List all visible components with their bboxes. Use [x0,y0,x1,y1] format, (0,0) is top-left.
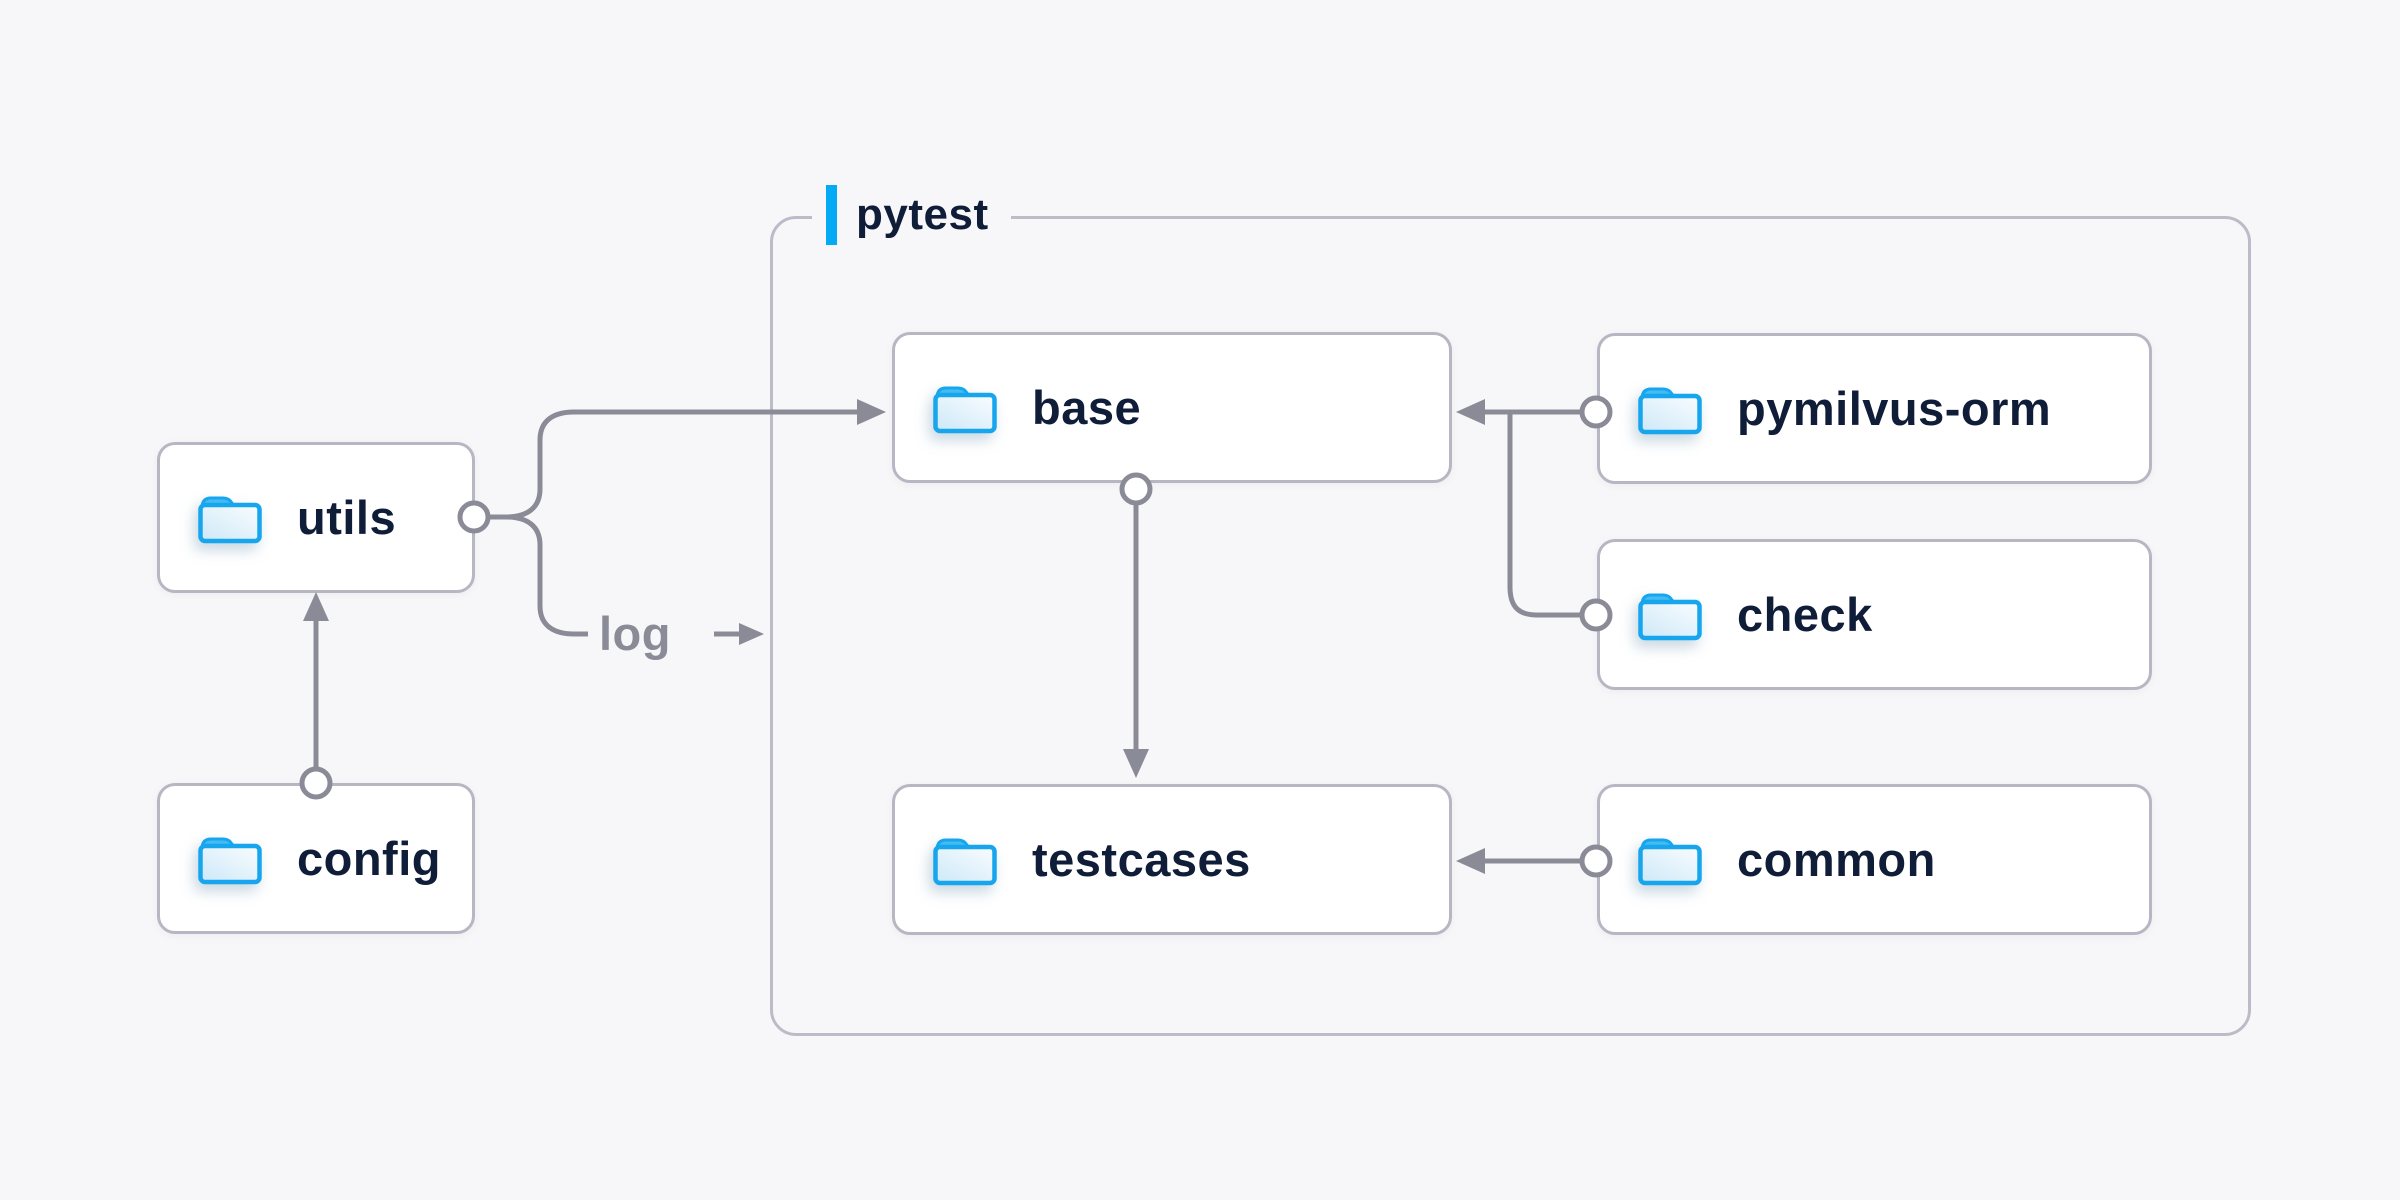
node-config: config [157,783,475,934]
node-check: check [1597,539,2152,690]
folder-icon [1638,838,1702,885]
log-annotation: log [599,607,671,660]
folder-icon [933,838,997,885]
node-label: check [1737,588,1873,641]
pytest-group-container [770,216,2251,1036]
node-label: base [1032,381,1142,434]
node-label: config [297,832,441,885]
node-base: base [892,332,1452,483]
folder-icon [1638,593,1702,640]
folder-icon [198,837,262,884]
node-utils: utils [157,442,475,593]
group-title: pytest [856,190,989,239]
folder-icon [1638,387,1702,434]
accent-bar [826,185,837,245]
node-common: common [1597,784,2152,935]
node-label: testcases [1032,833,1251,886]
node-pymilvus-orm: pymilvus-orm [1597,333,2152,484]
pytest-group-label: pytest [812,183,1011,247]
edge-utils-log [489,514,588,637]
arrowhead-right-group [739,623,764,645]
node-label: utils [297,491,397,544]
node-testcases: testcases [892,784,1452,935]
arrowhead-up-utils [303,592,329,621]
node-label: common [1737,833,1936,886]
folder-icon [198,496,262,543]
folder-icon [933,386,997,433]
node-label: pymilvus-orm [1737,382,2052,435]
